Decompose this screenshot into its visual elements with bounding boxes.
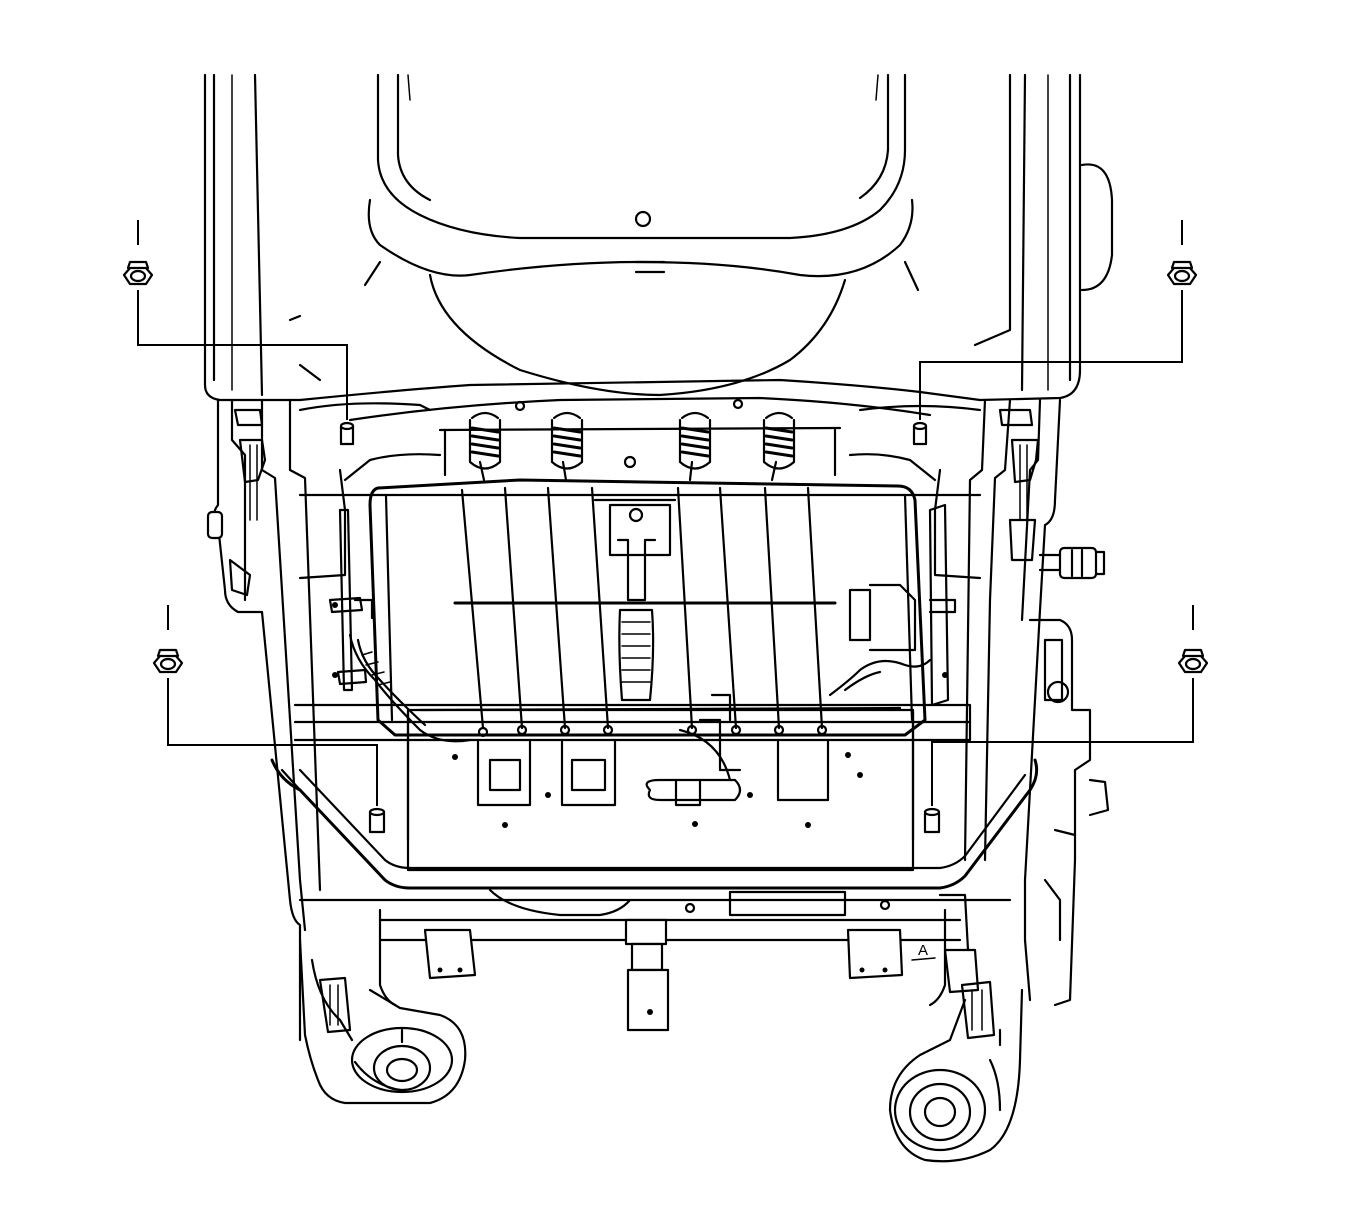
right-side-rail [963,398,1110,1007]
seat-back-frame [203,73,1114,422]
mounting-studs [339,421,941,834]
nut-lower-left [152,605,378,806]
seat-track-details [332,602,948,828]
wire-hooks [477,724,828,738]
front-feet: A [298,893,1024,1163]
wire-harness [328,503,957,743]
coil-spring [762,411,796,482]
stud-upper-right [912,421,928,446]
coil-spring [550,411,584,482]
seat-cushion-frame [270,402,1039,1032]
nut-upper-right [919,220,1198,420]
coil-spring [468,411,502,482]
nut-lower-right [931,605,1209,806]
left-foot [298,938,467,1105]
spring-wire-grid [368,478,927,738]
coil-springs [438,398,842,482]
stud-lower-left [368,807,386,834]
nut-callouts [122,220,1209,806]
vertical-wires [460,486,824,730]
right-foot [888,893,1024,1163]
left-side-rail [206,398,322,1042]
coil-spring [678,411,712,482]
stud-upper-left [339,421,355,446]
center-actuator [593,498,677,702]
part-marking-a: A [918,942,928,959]
stud-lower-right [923,807,941,834]
nut-upper-left [122,220,348,420]
